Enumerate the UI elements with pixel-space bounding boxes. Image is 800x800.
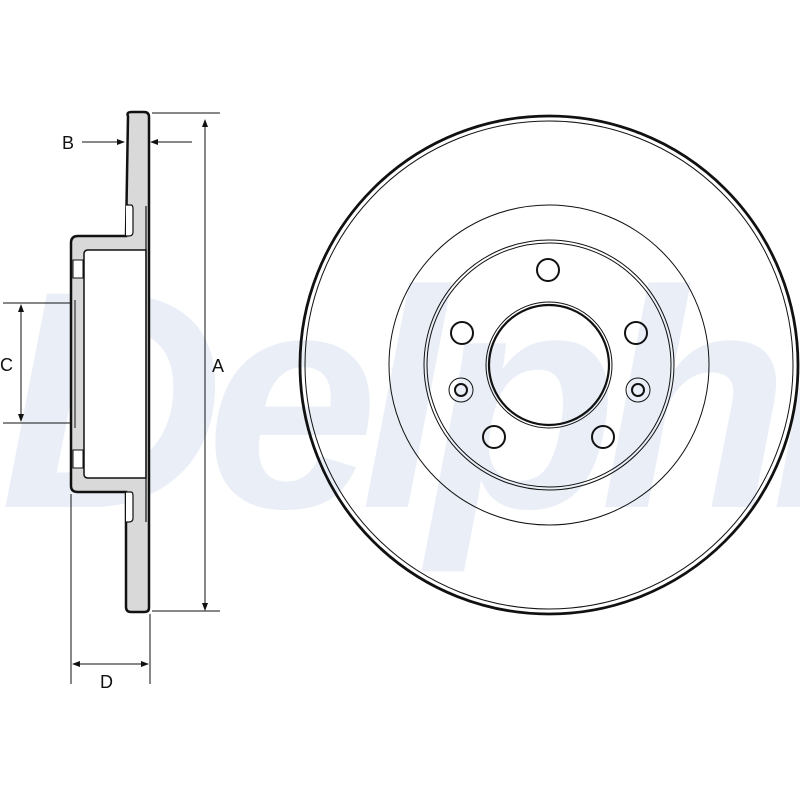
hat-outer [423,239,675,491]
label-c: C [0,355,13,375]
dimension-a: A [152,112,224,612]
bolt-hole [482,425,506,449]
side-section-view [69,110,151,614]
front-view [298,114,800,616]
label-a: A [212,356,224,376]
label-d: D [100,672,113,692]
center-bore [487,303,611,427]
dimension-c: C [0,302,72,424]
bolt-hole [624,321,648,345]
locating-hole [625,377,651,403]
dimension-d: D [70,494,151,692]
friction-ring-inner-edge [388,204,710,526]
disc-outer-edge [298,114,800,616]
bolt-hole [591,425,615,449]
label-b: B [62,133,74,153]
locating-hole [448,377,474,403]
center-bore-outer [485,301,613,429]
dimension-b: B [62,133,192,153]
bolt-hole [536,258,560,282]
bolt-hole [450,321,474,345]
